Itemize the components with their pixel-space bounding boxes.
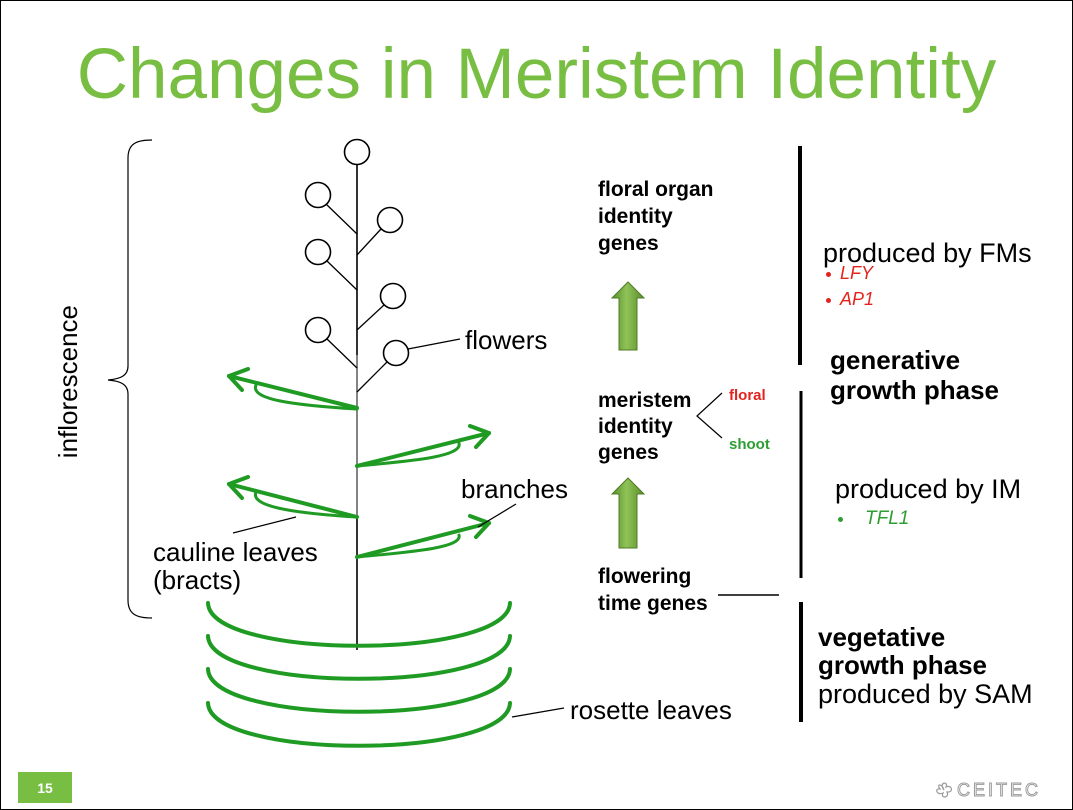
ceitec-logo-wordmark: CEITEC xyxy=(956,780,1042,800)
flowers-leader-line xyxy=(407,338,461,350)
meristem-identity-genes-line: genes xyxy=(598,441,659,464)
generative-phase-label: generative xyxy=(830,345,961,375)
branch-upper-right xyxy=(355,424,491,468)
floral-output-label: floral xyxy=(729,387,766,404)
flowers-label: flowers xyxy=(465,325,548,355)
branch-arrowhead xyxy=(227,475,250,500)
branch-line xyxy=(227,482,359,519)
ceitec-swirl-icon xyxy=(936,782,952,798)
pedicel xyxy=(326,260,358,291)
branch-lower-right xyxy=(355,514,491,559)
up-arrow-icon xyxy=(610,281,646,351)
flower-circle xyxy=(379,282,407,310)
pedicel xyxy=(326,338,358,369)
branch-lower-left xyxy=(227,475,359,519)
floral-organ-genes-line: floral organ xyxy=(598,178,714,201)
flower-circle xyxy=(382,339,410,367)
floral-organ-genes-line: identity xyxy=(598,205,673,228)
rosette-leaf xyxy=(206,667,512,714)
meristem-split-lines xyxy=(696,392,723,439)
produced-by-im-label: produced by IM xyxy=(835,474,1022,504)
rosette-leaf xyxy=(206,601,512,648)
bract-leaf xyxy=(253,383,359,411)
flower-circle xyxy=(376,206,404,234)
produced-by-sam-label: produced by SAM xyxy=(818,679,1033,709)
bract-leaf xyxy=(253,490,359,519)
vegetative-phase-label: vegetative xyxy=(818,622,946,652)
pedicel xyxy=(356,228,382,256)
bracts-label: (bracts) xyxy=(153,565,242,595)
rosette-leaf xyxy=(206,634,512,681)
shoot-output-label: shoot xyxy=(729,436,770,453)
branch-line xyxy=(227,374,359,410)
pedicel xyxy=(356,304,385,331)
branch-upper-left xyxy=(227,367,359,411)
branch-arrowhead xyxy=(227,367,250,392)
slide-title: Changes in Meristem Identity xyxy=(76,35,997,114)
inflorescence-brace xyxy=(107,139,153,619)
gene-ap1: AP1 xyxy=(825,289,875,309)
inflorescence-label: inflorescence xyxy=(53,305,83,459)
flower-circle xyxy=(304,181,332,209)
meristem-identity-genes-line: identity xyxy=(598,415,673,438)
branches-label: branches xyxy=(461,474,568,504)
gene-lfy: LFY xyxy=(825,263,874,283)
page-number: 15 xyxy=(37,779,53,796)
branch-arrowhead xyxy=(468,514,491,539)
pedicel xyxy=(325,203,358,235)
vegetative-phase-label: growth phase xyxy=(818,650,988,680)
cauline-leaves-label: cauline leaves xyxy=(153,537,318,567)
rosette-leaves-label: rosette leaves xyxy=(570,695,732,725)
meristem-identity-genes-line: meristem xyxy=(598,389,692,412)
rosette-leaf xyxy=(206,701,512,748)
branch-line xyxy=(355,521,491,559)
produced-by-fms-label: produced by FMs xyxy=(823,238,1032,268)
pedicels xyxy=(325,203,388,393)
branch-line xyxy=(355,431,491,468)
rosette-leader-line xyxy=(511,707,565,718)
flower-circle xyxy=(343,138,371,166)
pedicel xyxy=(356,361,388,393)
branch-arrowhead xyxy=(468,424,491,449)
page-number-badge: 15 xyxy=(18,772,72,803)
gene-tfl1: TFL1 xyxy=(837,508,910,529)
cauline-leader-line xyxy=(232,516,297,534)
flowering-time-genes-line: flowering xyxy=(598,565,692,588)
flower-circle xyxy=(304,316,332,344)
flower-buds xyxy=(304,138,410,367)
floral-organ-genes-line: genes xyxy=(598,232,659,255)
bract-leaf xyxy=(355,441,461,468)
rosette xyxy=(206,601,512,748)
branches-leader-line xyxy=(477,503,517,528)
bract-leaf xyxy=(355,533,461,559)
flowering-time-genes-line: time genes xyxy=(598,592,708,615)
flower-circle xyxy=(304,238,332,266)
generative-phase-label: growth phase xyxy=(830,375,1000,405)
up-arrow-icon xyxy=(610,477,646,549)
